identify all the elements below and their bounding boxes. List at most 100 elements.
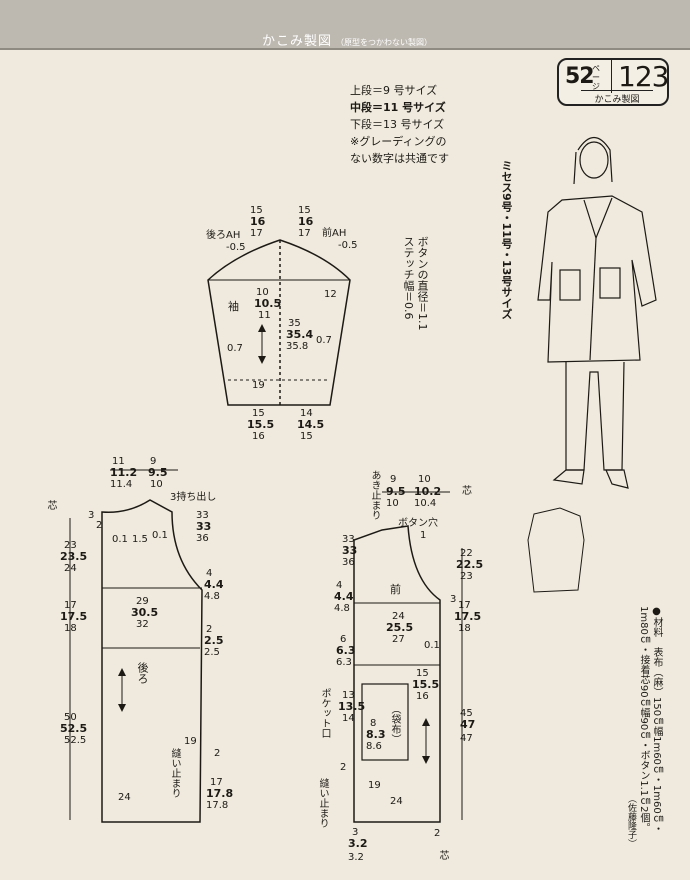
back-armhole-depth-11: 23.5 <box>60 550 88 563</box>
front-bottom-adj: 2 <box>434 828 441 839</box>
materials-line-2: 1m80㎝・接着芯90㎝幅90㎝・ボタン1.1㎝2個。 <box>638 606 649 833</box>
back-shoulder-drop-9: 33 <box>196 510 209 521</box>
back-neck-adj: 2 <box>96 520 103 531</box>
back-hem-width: 24 <box>118 792 131 803</box>
sleeve-length-13: 35.8 <box>286 341 309 352</box>
front-hem-length-9: 45 <box>460 708 473 719</box>
front-slit-label: 縫い止まり <box>317 778 328 828</box>
tunic-left-pocket <box>559 269 581 301</box>
back-top-right-11: 9.5 <box>148 466 168 479</box>
sleeve-top-left-11: 16 <box>250 215 266 228</box>
back-name: 後ろ <box>136 662 149 684</box>
back-waist-to-bust-11: 17.5 <box>60 610 88 623</box>
back-interfacing: 芯 <box>45 500 56 510</box>
front-bust-width-9: 24 <box>392 611 405 622</box>
front-pocket-width-13: 16 <box>416 691 429 702</box>
front-side-curve-9: 4 <box>336 580 343 591</box>
front-pocket-mouth-9: 13 <box>342 690 355 701</box>
sleeve-bottom-left-9: 15 <box>252 408 265 419</box>
front-pocket-depth-11: 8.3 <box>366 728 386 741</box>
front-grain-arrow-bottom <box>422 756 430 764</box>
sleeve-mid-width-9: 10 <box>256 287 269 298</box>
size-note-4: ※グレーディングの <box>350 135 447 148</box>
front-bottom-interfacing: 芯 <box>437 850 448 860</box>
front-opening-stop: あき止まり <box>369 470 380 520</box>
back-neck-depth: 3 <box>88 510 95 521</box>
front-adj-small: 0.1 <box>424 640 440 651</box>
sleeve-back-ah-adj: -0.5 <box>226 242 246 253</box>
back-side-curve-13: 4.8 <box>204 591 220 602</box>
back-slit-len-9: 17 <box>210 777 223 788</box>
back-top-left-13: 11.4 <box>110 479 133 490</box>
front-top-right-9: 10 <box>418 474 431 485</box>
front-pocket-mouth-13: 14 <box>342 713 355 724</box>
front-outline <box>353 525 441 823</box>
front-pocket-mouth-11: 13.5 <box>338 700 366 713</box>
back-outline <box>101 499 203 823</box>
front-pocket-width-11: 15.5 <box>412 678 440 691</box>
materials-credit: （佐藤隆子） <box>626 794 636 848</box>
badge-caption: かこみ製図 <box>581 90 653 105</box>
front-bust-width-11: 25.5 <box>386 621 414 634</box>
back-neck-small-b: 1.5 <box>132 534 148 545</box>
front-shoulder-drop-13: 36 <box>342 557 355 568</box>
sleeve-bottom-right-13: 15 <box>300 431 313 442</box>
back-hem-length-11: 52.5 <box>60 722 88 735</box>
front-neck-small: 1 <box>420 530 427 541</box>
front-top-left-13: 10 <box>386 498 399 509</box>
front-waist-to-bust-9: 17 <box>458 600 471 611</box>
front-pocket-pos-13: 6.3 <box>336 657 352 668</box>
sleeve-top-right-9: 15 <box>298 205 311 216</box>
back-waist-to-bust-13: 18 <box>64 623 77 634</box>
front-bottom-width-11: 3.2 <box>348 837 368 850</box>
back-armhole-depth-13: 24 <box>64 563 77 574</box>
sleeve-right-slope: 0.7 <box>316 335 332 346</box>
back-view-outline <box>527 507 585 593</box>
back-side-inset-11: 2.5 <box>204 634 224 647</box>
back-shoulder-extension: 3持ち出し <box>170 492 217 503</box>
figure-hair <box>573 136 613 185</box>
front-length-13: 23 <box>460 571 473 582</box>
back-top-right-13: 10 <box>150 479 163 490</box>
sleeve-pattern <box>207 239 351 406</box>
front-top-left-9: 9 <box>390 474 397 485</box>
front-pocket-pos-9: 6 <box>340 634 347 645</box>
front-top-right-11: 10.2 <box>414 485 442 498</box>
sleeve-mid-width-13: 11 <box>258 310 271 321</box>
front-pocket-depth-13: 8.6 <box>366 741 382 752</box>
page-badge: 52 ページ 123 かこみ製図 <box>557 58 669 106</box>
front-side-curve-13: 4.8 <box>334 603 350 614</box>
back-slit-adj: 2 <box>214 748 221 759</box>
sleeve-bottom-right-11: 14.5 <box>297 418 325 431</box>
back-top-left-9: 11 <box>112 456 125 467</box>
badge-design-number: 123 <box>611 60 669 93</box>
figure-head <box>579 141 609 179</box>
header-subtitle: （原型をつかわない製図） <box>336 38 433 47</box>
sleeve-top-right-11: 16 <box>298 215 314 228</box>
front-grain-arrow-top <box>422 718 430 726</box>
sleeve-left-slope: 0.7 <box>227 343 243 354</box>
front-bottom-width-13: 3.2 <box>348 852 364 863</box>
back-slit-len-13: 17.8 <box>206 800 229 811</box>
front-waist-to-bust-11: 17.5 <box>454 610 482 623</box>
sleeve-outline <box>207 239 351 406</box>
sleeve-name: 袖 <box>228 300 239 313</box>
grain-arrows <box>118 324 430 764</box>
sleeve-back-ah: 後ろAH <box>206 230 241 241</box>
sleeve-bottom-right-9: 14 <box>300 408 313 419</box>
front-pocket-width-9: 15 <box>416 668 429 679</box>
back-shoulder-drop-13: 36 <box>196 533 209 544</box>
front-shoulder-drop-9: 33 <box>342 534 355 545</box>
sleeve-length-11: 35.4 <box>286 328 314 341</box>
front-interfacing: 芯 <box>462 486 472 497</box>
badge-page-number: 52 <box>565 64 595 89</box>
front-pocket-pos-11: 6.3 <box>336 644 356 657</box>
sleeve-top-left-9: 15 <box>250 205 263 216</box>
front-pattern <box>353 491 463 823</box>
front-pocket-depth-9: 8 <box>370 718 377 729</box>
front-pocket-mouth-label: ポケット口 <box>319 688 330 738</box>
sleeve-top-left-13: 17 <box>250 228 263 239</box>
back-top-left-11: 11.2 <box>110 466 138 479</box>
materials-line-1: ●材料 表布（麻）150㎝幅1m60㎝・1m60㎝・ <box>651 606 662 834</box>
